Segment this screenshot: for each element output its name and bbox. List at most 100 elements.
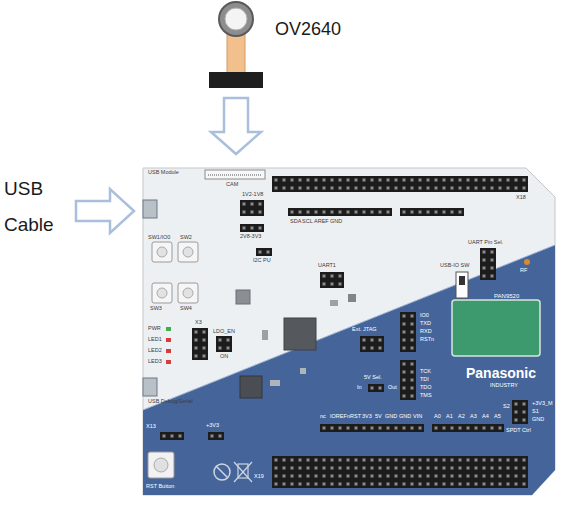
cable-connector (209, 72, 263, 88)
smd-part (300, 368, 306, 374)
smd-part (262, 330, 268, 340)
silkscreen-label: SPDT Ctrl (506, 428, 531, 434)
camera-module: OV2640 (205, 0, 345, 92)
silkscreen-label: TDI (420, 377, 429, 383)
silkscreen-label: In (357, 385, 362, 391)
fpc-connector (205, 170, 265, 179)
led (166, 338, 171, 342)
silkscreen-label: USB Module (148, 170, 179, 176)
fpc-contacts (208, 175, 262, 176)
ce-symbol (214, 464, 230, 480)
jumper-header (160, 432, 184, 440)
pin-header (272, 176, 528, 192)
silkscreen-label: USB-IO SW (440, 263, 469, 269)
pin-header (320, 424, 424, 432)
silkscreen-label: CAM (226, 182, 238, 188)
ic-chip (236, 290, 250, 304)
ic-chip (284, 318, 316, 350)
silkscreen-label: UART1 (318, 263, 336, 269)
silkscreen-label: GND (330, 219, 342, 225)
silkscreen-label: TCK (420, 369, 431, 375)
jumper-header (240, 200, 264, 216)
silkscreen-label: SW4 (180, 306, 192, 312)
button-cap (154, 458, 168, 472)
jumper-header (368, 384, 384, 392)
silkscreen-label: A1 (446, 414, 453, 420)
silkscreen-label: A3 (470, 414, 477, 420)
cable-label: USB Cable (4, 171, 62, 243)
silkscreen-label: LED3 (148, 359, 162, 365)
led (166, 349, 171, 353)
silkscreen-label: USB Debug/Serial (148, 399, 193, 405)
radio-module (452, 300, 540, 356)
silkscreen-label: IO0 (420, 313, 429, 319)
button-cap (183, 288, 193, 298)
silkscreen-label: X13 (146, 424, 156, 430)
button-cap (157, 247, 167, 257)
silkscreen-label: S1 (532, 409, 539, 415)
push-button (178, 283, 198, 303)
silkscreen-label: RST Button (146, 484, 174, 490)
flow-arrow (211, 98, 261, 154)
silkscreen-label: LED1 (148, 337, 162, 343)
part-name: OV2640 (275, 20, 341, 38)
silkscreen-label: 1V2-1V8 (242, 192, 263, 198)
silkscreen-label: A5 (494, 414, 501, 420)
camera-outline (205, 0, 345, 92)
silkscreen-label: LED2 (148, 348, 162, 354)
smd-part (270, 380, 280, 386)
push-button (178, 242, 198, 262)
silkscreen-label: TDO (420, 385, 432, 391)
smd-part (348, 294, 356, 302)
silkscreen-label: GND (399, 414, 411, 420)
pin-header (400, 208, 464, 216)
silkscreen-label: nRST (347, 414, 361, 420)
silkscreen-label: I2C PU (253, 258, 271, 264)
silkscreen-label: Panasonic (466, 366, 536, 380)
pin-header (272, 456, 528, 488)
jumper-header (480, 248, 496, 280)
silkscreen-label: ON (220, 354, 228, 360)
led (166, 360, 171, 364)
silkscreen-label: INDUSTRY (490, 383, 518, 389)
silkscreen-label: SW3 (150, 306, 162, 312)
jumper-header (240, 224, 264, 232)
silkscreen-label: PWR (148, 326, 161, 332)
pin-header (400, 360, 416, 400)
smd-part (330, 300, 338, 306)
silkscreen-label: SDA (290, 219, 301, 225)
ce-symbol (216, 466, 228, 478)
pin-header (512, 400, 528, 424)
usb-arrow (76, 189, 134, 233)
silkscreen-label: A0 (434, 414, 441, 420)
silkscreen-label: VIN (413, 414, 422, 420)
silkscreen-label: 2V8-3V3 (240, 234, 261, 240)
silkscreen-label: 5V (375, 414, 382, 420)
silkscreen-label: RF (520, 268, 527, 274)
silkscreen-label: A2 (458, 414, 465, 420)
silkscreen-label: X3 (195, 320, 202, 326)
silkscreen-label: 5V Sel. (364, 375, 382, 381)
silkscreen-label: A4 (482, 414, 489, 420)
pin-header (360, 336, 384, 352)
push-button (152, 283, 172, 303)
ic-chip (240, 376, 262, 398)
usb-connector (143, 378, 157, 396)
jumper-header (256, 248, 272, 256)
silkscreen-label: IOREF (330, 414, 347, 420)
jumper-header (192, 328, 208, 360)
weee-cross (234, 462, 252, 482)
silkscreen-label: X19 (254, 474, 264, 480)
silkscreen-label: +3V3 (206, 423, 219, 429)
rf-pad (524, 259, 530, 265)
lens (225, 8, 247, 30)
push-button (152, 242, 172, 262)
silkscreen-label: SW1/IO0 (148, 235, 170, 241)
button-cap (183, 247, 193, 257)
lens-housing (219, 2, 253, 36)
silkscreen-label: +3V3_M (532, 401, 553, 407)
silkscreen-label: 3V3 (362, 414, 372, 420)
